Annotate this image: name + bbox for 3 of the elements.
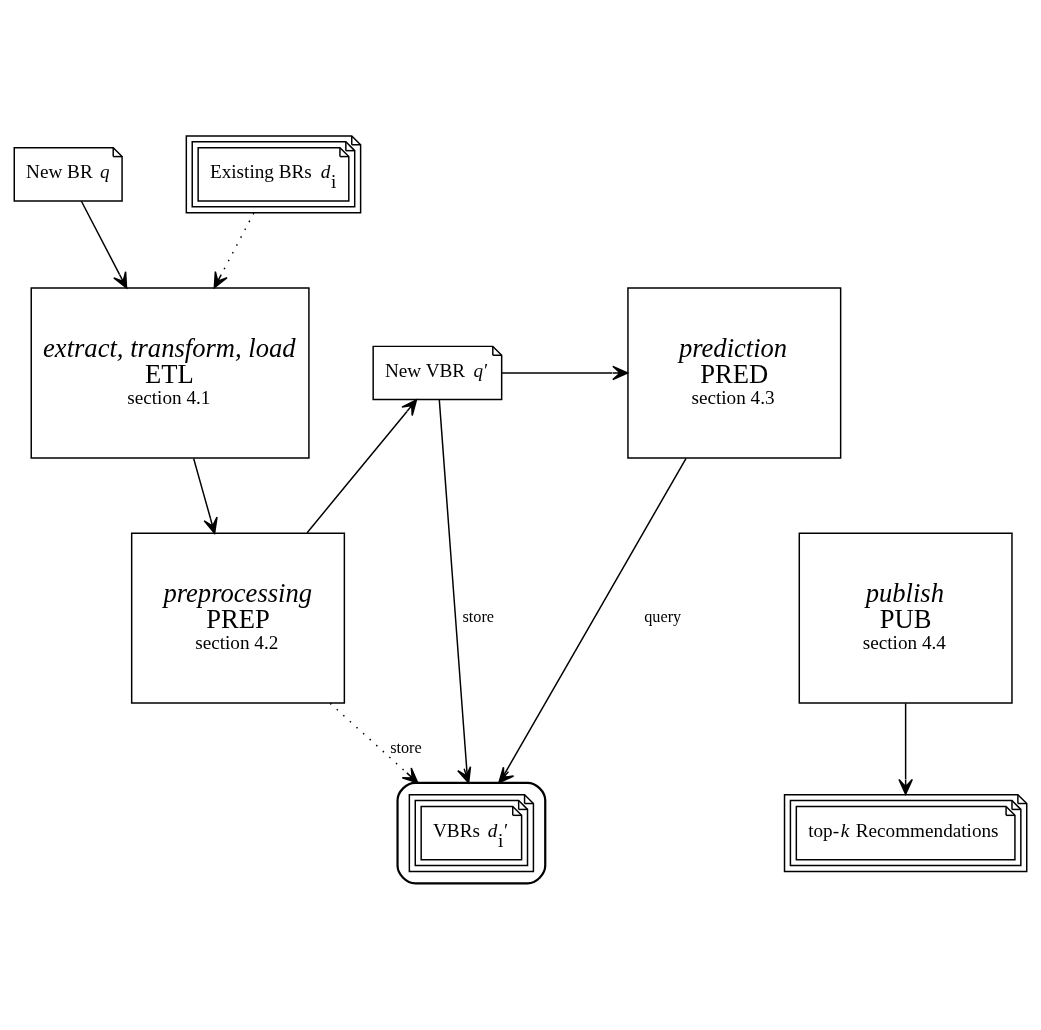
edge-label: store [390, 738, 422, 757]
edge-label: query [644, 607, 682, 626]
edge-label: store [462, 607, 495, 626]
